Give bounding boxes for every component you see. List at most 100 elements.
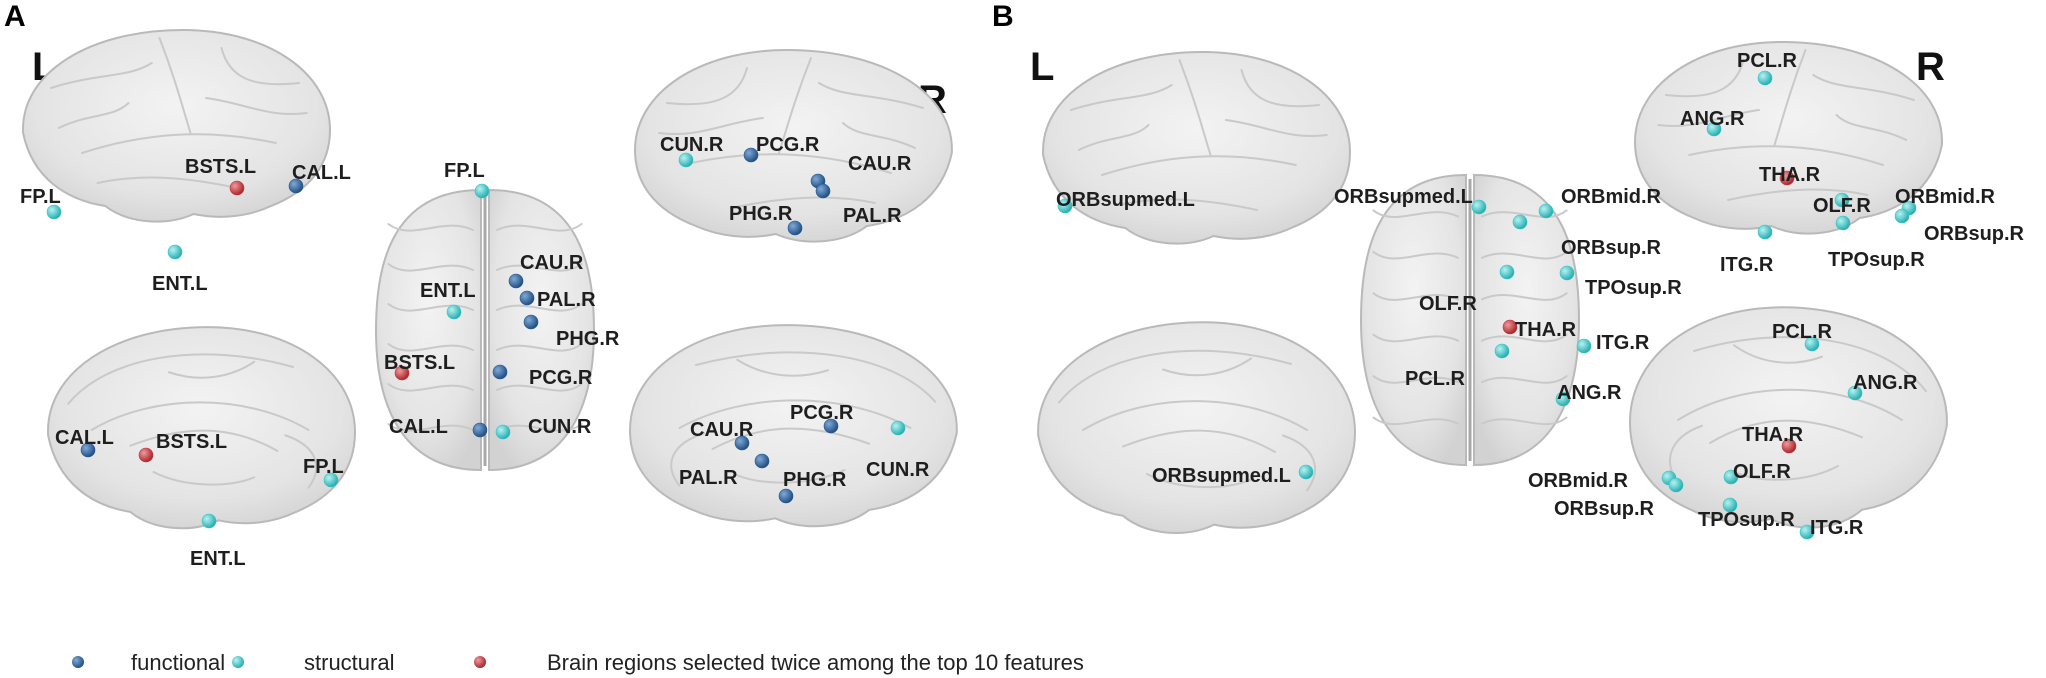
panel-a-left-medial-fp-l-label: FP.L (303, 456, 344, 478)
panel-a-dorsal-cun-r-label: CUN.R (528, 416, 592, 438)
panel-b-dorsal-ang-r-marker (1555, 391, 1571, 407)
panel-b-left-lateral-orbsupmed-l-label: ORBsupmed.L (1056, 189, 1195, 211)
panel-a-left-lateral-ent-l-marker (167, 244, 183, 260)
panel-a-left-lateral-ent-l-label: ENT.L (152, 273, 208, 295)
panel-a-dorsal-phg-r-marker (523, 314, 539, 330)
panel-a-dorsal-bsts-l-marker (394, 365, 410, 381)
panel-a-left-lateral-fp-l-marker (46, 204, 62, 220)
panel-a-dorsal-pal-r-marker (519, 290, 535, 306)
panel-b-right-medial-olf-r-label: OLF.R (1733, 461, 1791, 483)
brain-a-left-lateral (23, 30, 330, 222)
panel-a-left-lateral-fp-l-label: FP.L (20, 186, 61, 208)
panel-b-right-lateral-pcl-r-marker (1757, 70, 1773, 86)
panel-b-right-medial-itg-r-marker (1799, 524, 1815, 540)
panel-b-dorsal-itg-r-marker (1576, 338, 1592, 354)
panel-a-right-medial-cau-r-marker (734, 435, 750, 451)
panel-a-dorsal-pcg-r-label: PCG.R (529, 367, 593, 389)
legend-structural-label: structural (304, 650, 394, 675)
panel-b-right-medial-pcl-r-label: PCL.R (1772, 321, 1833, 343)
legend-twice-marker (474, 656, 486, 668)
panel-b-right-lateral-itg-r-label: ITG.R (1720, 254, 1774, 276)
panel-a-right-lateral-phg-r-marker (787, 220, 803, 236)
panel-b-dorsal-tha-r-marker (1502, 319, 1518, 335)
brain-a-left-medial (48, 327, 355, 528)
panel-b-right-lateral-pcl-r-label: PCL.R (1737, 50, 1798, 72)
panel-b-right-lateral-tposup-r-marker (1835, 215, 1851, 231)
panel-b-dorsal-olf-r-label: OLF.R (1419, 293, 1477, 315)
panel-b-right-lateral-orbsup-r-label: ORBsup.R (1924, 223, 2025, 245)
brain-b-right-lateral (1635, 42, 1942, 234)
panel-b-dorsal-itg-r-label: ITG.R (1596, 332, 1650, 354)
panel-a-right-lateral-pal-r-marker (815, 183, 831, 199)
panel-b-dorsal-ang-r-label: ANG.R (1557, 382, 1622, 404)
panel-a-right-medial-pal-r-label: PAL.R (679, 467, 738, 489)
panel-b-right-lateral-olf-r-marker (1834, 192, 1850, 208)
panel-b-right-lateral-orbsup-r-marker (1894, 208, 1910, 224)
legend: functional structural Brain regions sele… (72, 650, 1084, 675)
panel-a-right-medial-phg-r-marker (778, 488, 794, 504)
legend-functional-label: functional (131, 650, 225, 675)
legend-twice-label: Brain regions selected twice among the t… (547, 650, 1084, 675)
panel-a-dorsal-cun-r-marker (495, 424, 511, 440)
panel-a-dorsal-pal-r-label: PAL.R (537, 289, 596, 311)
panel-a-right-medial-cun-r-label: CUN.R (866, 459, 930, 481)
panel-a-letter: A (4, 0, 26, 33)
panel-a-left-medial-ent-l-label: ENT.L (190, 548, 246, 570)
panel-a-right-lateral-cun-r-label: CUN.R (660, 134, 724, 156)
panel-b-right-medial-ang-r-marker (1847, 385, 1863, 401)
panel-a-dorsal-fp-l-label: FP.L (444, 160, 485, 182)
panel-b-right-medial-pcl-r-marker (1804, 336, 1820, 352)
panel-a-right-medial-cun-r-marker (890, 420, 906, 436)
panel-a-left-medial-cal-l-marker (80, 442, 96, 458)
panel-b-right-medial-tposup-r-marker (1722, 497, 1738, 513)
panel-b-dorsal-pcl-r-marker (1494, 343, 1510, 359)
panel-a-left-medial-bsts-l-label: BSTS.L (156, 431, 227, 453)
panel-b-right-medial-orbsup-r-label: ORBsup.R (1554, 498, 1655, 520)
panel-a-left-medial-cal-l-label: CAL.L (55, 427, 114, 449)
legend-functional-marker (72, 656, 84, 668)
panel-b-right-medial-olf-r-marker (1723, 469, 1739, 485)
brain-a-right-lateral (635, 50, 952, 242)
panel-a-left-medial-bsts-l-marker (138, 447, 154, 463)
panel-a-left-lateral-bsts-l-label: BSTS.L (185, 156, 256, 178)
panel-b-dorsal-tposup-r-label: TPOsup.R (1585, 277, 1682, 299)
panel-b-right-lateral-olf-r-label: OLF.R (1813, 195, 1871, 217)
panel-b-letter: B (992, 0, 1014, 33)
panel-b-right-lateral-orbmid-r-label: ORBmid.R (1895, 186, 1996, 208)
panel-a-right-lateral-pal-r-label: PAL.R (843, 205, 902, 227)
panel-b-dorsal-olf-r-marker (1499, 264, 1515, 280)
panel-b-dorsal-orbsupmed-l-marker (1471, 199, 1487, 215)
panel-a-dorsal-pcg-r-marker (492, 364, 508, 380)
region-markers: FP.L BSTS.L CAL.L ENT.L CAL.L BSTS.L FP.L ENT.L… (20, 50, 2025, 570)
panel-a-left-lateral-cal-l-label: CAL.L (292, 162, 351, 184)
panel-b-right-lateral-tha-r-marker (1779, 170, 1795, 186)
brain-b-left-medial (1038, 322, 1355, 533)
panel-a-dorsal-cal-l-label: CAL.L (389, 416, 448, 438)
panel-a-right-medial-cau-r-label: CAU.R (690, 419, 754, 441)
panel-a-dorsal-fp-l-marker (474, 183, 490, 199)
panel-a-left-medial-fp-l-marker (323, 472, 339, 488)
panel-b-right-lateral-itg-r-marker (1757, 224, 1773, 240)
panel-a-right-medial-phg-r-label: PHG.R (783, 469, 847, 491)
panel-a-right-lateral-cun-r-marker (678, 152, 694, 168)
panel-b-right-medial-orbsup-r-marker (1668, 477, 1684, 493)
panel-b-dorsal-pcl-r-label: PCL.R (1405, 368, 1466, 390)
panel-b-left-medial-orbsupmed-l-label: ORBsupmed.L (1152, 465, 1291, 487)
panel-b-right-medial-itg-r-label: ITG.R (1810, 517, 1864, 539)
brain-a-right-medial (630, 325, 957, 526)
panel-b-left-label: L (1030, 45, 1054, 89)
panel-b-right-medial-ang-r-label: ANG.R (1853, 372, 1918, 394)
panel-a-right-lateral-pcg-r-marker (743, 147, 759, 163)
panel-b-left-lateral-orbsupmed-l-marker (1057, 198, 1073, 214)
brain-a-dorsal (374, 188, 596, 472)
panel-b-right-medial-orbmid-r-label: ORBmid.R (1528, 470, 1629, 492)
panel-a-right-medial-pcg-r-marker (823, 418, 839, 434)
panel-b-right-label: R (1916, 45, 1945, 89)
panel-a-right-medial-pal-r-marker (754, 453, 770, 469)
panel-a-dorsal-cau-r-label: CAU.R (520, 252, 584, 274)
panel-b-right-lateral-ang-r-marker (1706, 121, 1722, 137)
panel-b-right-medial-tha-r-label: THA.R (1742, 424, 1804, 446)
panel-a-dorsal-cau-r-marker (508, 273, 524, 289)
panel-a-right-lateral-cau-r-label: CAU.R (848, 153, 912, 175)
